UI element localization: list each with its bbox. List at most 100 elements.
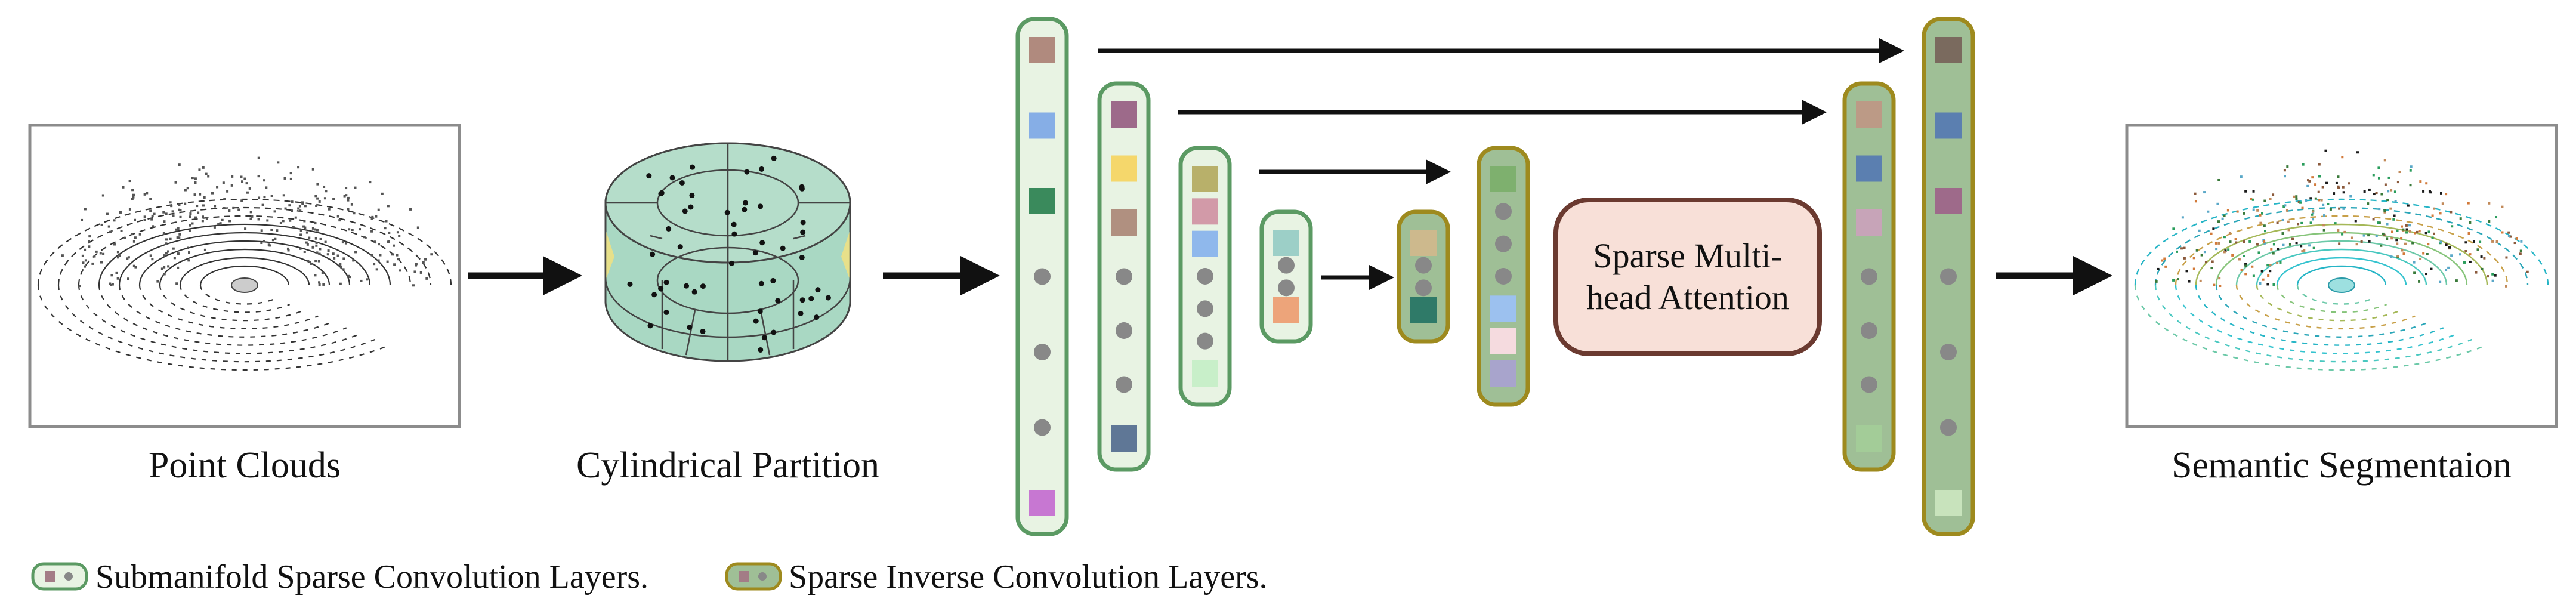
cloud-point — [2389, 207, 2392, 210]
sector-line — [759, 310, 771, 356]
cloud-point — [2183, 246, 2186, 249]
cloud-point — [132, 264, 135, 267]
cloud-point — [347, 274, 350, 277]
cloud-point — [2513, 242, 2516, 245]
cloud-point — [419, 271, 422, 274]
cloud-point — [366, 278, 369, 281]
cloud-point — [2297, 200, 2300, 203]
cloud-point — [289, 219, 292, 222]
legend: Submanifold Sparse Convolution Layers. S… — [31, 559, 1267, 596]
partition-point — [825, 295, 831, 301]
cloud-point — [88, 235, 91, 238]
cloud-point — [2408, 224, 2411, 227]
cloud-point — [2263, 224, 2266, 227]
cloud-point — [163, 266, 166, 269]
cloud-point — [260, 229, 263, 232]
feature-square — [1192, 166, 1218, 192]
cloud-point — [318, 200, 321, 203]
cloud-point — [2284, 204, 2287, 207]
cloud-point — [2284, 175, 2287, 178]
cloud-point — [174, 181, 177, 184]
cloud-point — [201, 220, 204, 223]
cloud-point — [2394, 200, 2397, 203]
cloud-point — [2393, 190, 2396, 193]
cloud-point — [213, 226, 216, 229]
feature-dot — [1116, 376, 1132, 393]
cloud-point — [370, 254, 373, 257]
cloud-point — [375, 215, 378, 218]
scan-ring-lower — [2175, 285, 2458, 354]
cloud-point — [2194, 192, 2197, 195]
cloud-point — [2257, 251, 2260, 254]
feature-square — [1111, 425, 1137, 452]
cloud-point — [169, 201, 172, 204]
partition-point — [800, 229, 806, 235]
cloud-point — [2172, 227, 2175, 230]
cloud-point — [2342, 186, 2345, 189]
cloud-point — [2244, 273, 2247, 276]
cloud-point — [178, 233, 181, 236]
scan-ring — [2195, 223, 2488, 286]
cloud-point — [165, 212, 168, 215]
feature-dot — [1116, 322, 1132, 339]
cloud-point — [2229, 240, 2232, 243]
cloud-point — [2314, 183, 2317, 186]
cloud-point — [305, 231, 308, 234]
cloud-point — [378, 243, 381, 246]
cloud-point — [2375, 235, 2378, 237]
partition-point — [758, 280, 764, 286]
cloud-point — [95, 250, 98, 253]
cloud-point — [248, 187, 251, 190]
cloud-point — [100, 223, 103, 226]
cloud-point — [170, 205, 173, 208]
cloud-point — [2180, 247, 2183, 250]
cloud-point — [257, 156, 260, 159]
feature-dot — [1278, 257, 1295, 274]
cloud-point — [2299, 201, 2302, 204]
cylinder-side-highlight-right — [841, 230, 850, 280]
cloud-point — [2308, 180, 2311, 183]
cloud-point — [149, 254, 152, 257]
cloud-point — [116, 277, 119, 280]
cloud-point — [2472, 240, 2475, 243]
cloud-point — [221, 218, 224, 221]
cloud-point — [2243, 240, 2245, 243]
cloud-point — [2445, 243, 2448, 246]
cloud-point — [2334, 222, 2337, 225]
partition-point — [770, 277, 776, 283]
cloud-point — [345, 187, 348, 190]
feature-dot — [1116, 268, 1132, 285]
cloud-point — [88, 245, 91, 248]
cloud-point — [205, 217, 208, 220]
cloud-point — [2391, 230, 2394, 233]
cloud-point — [323, 185, 326, 188]
cloud-point — [2439, 240, 2442, 243]
cloud-point — [172, 247, 175, 250]
cloud-point — [2491, 279, 2494, 282]
cloud-point — [328, 208, 331, 211]
cloud-point — [2276, 261, 2279, 264]
cloud-point — [113, 219, 116, 222]
cloud-point — [188, 229, 191, 232]
cloud-point — [2157, 267, 2160, 270]
cloud-point — [2321, 186, 2324, 189]
partition-point — [799, 184, 805, 190]
cloud-point — [302, 225, 305, 228]
scan-ring-lower — [2235, 285, 2416, 330]
cloud-point — [379, 254, 382, 257]
feature-square — [1410, 230, 1437, 256]
cloud-point — [150, 218, 153, 221]
cloud-point — [2396, 229, 2399, 232]
cloud-point — [241, 180, 244, 183]
cloud-point — [2455, 279, 2458, 282]
cloud-point — [2372, 218, 2375, 221]
scan-ring — [118, 232, 371, 286]
submanifold-column-2 — [1097, 81, 1151, 472]
cloud-point — [297, 207, 300, 210]
cloud-point — [387, 240, 390, 243]
sector-line — [650, 235, 663, 240]
feature-square — [1490, 360, 1516, 387]
feature-dot — [1861, 322, 1877, 339]
cloud-point — [2491, 273, 2494, 276]
scan-ring-lower — [199, 285, 276, 305]
